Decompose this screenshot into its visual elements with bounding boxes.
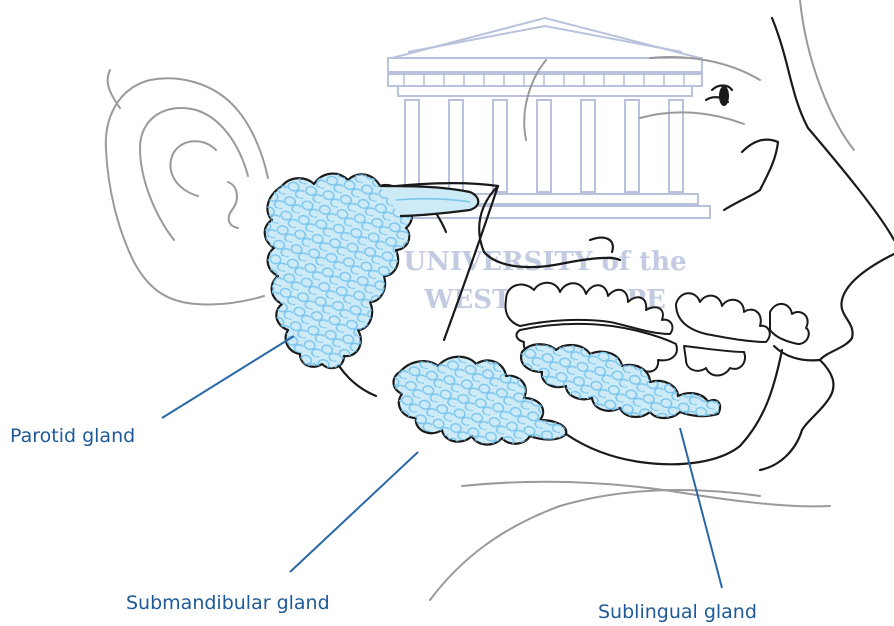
ear — [106, 70, 268, 305]
parotid-leader-line — [162, 336, 294, 418]
parotid-gland-label: Parotid gland — [10, 427, 135, 446]
watermark-line1: UNIVERSITY of the — [403, 247, 686, 277]
sublingual-gland-label: Sublingual gland — [598, 603, 757, 622]
eye — [719, 86, 729, 106]
submandibular-leader-line — [290, 452, 418, 572]
sublingual-leader-line — [680, 428, 722, 588]
submandibular-gland-label: Submandibular gland — [126, 594, 330, 613]
